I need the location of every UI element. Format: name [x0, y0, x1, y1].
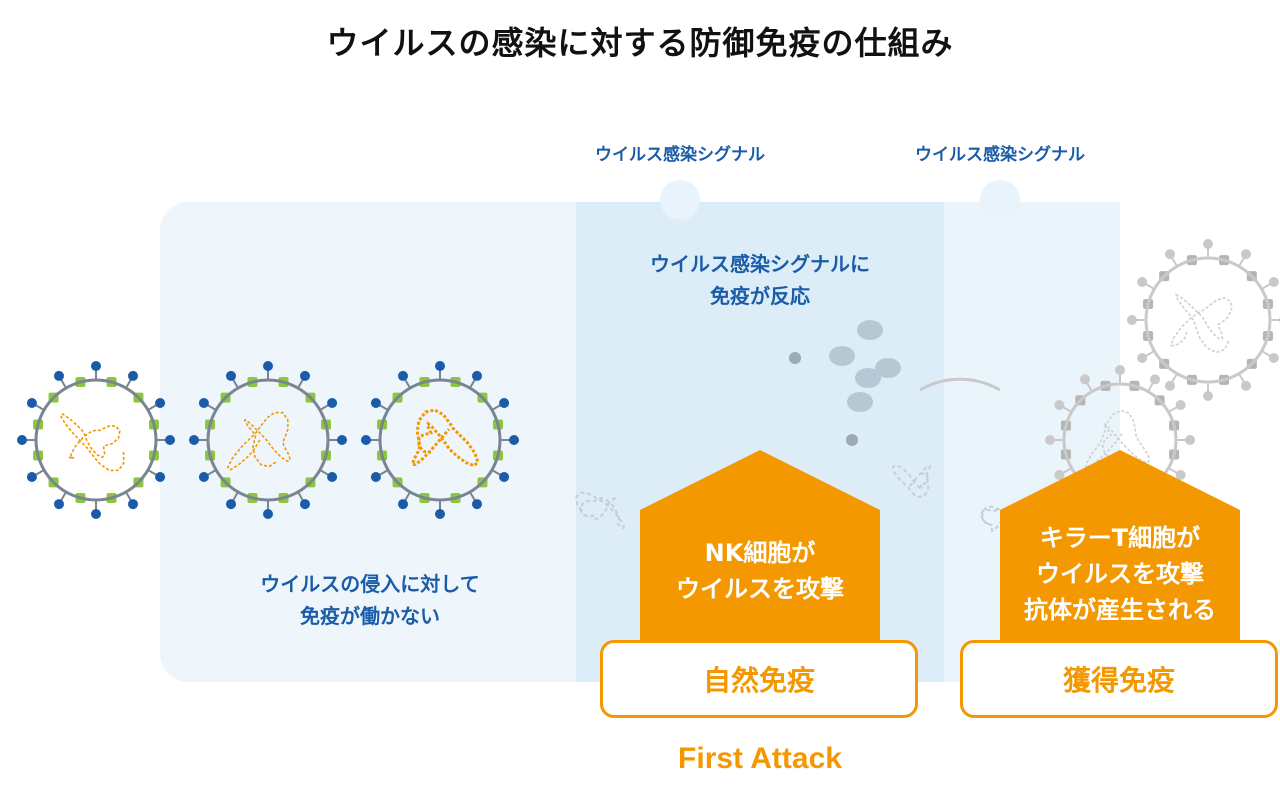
virus-icon [189, 361, 347, 519]
phase-no-response-line2: 免疫が働かない [300, 604, 440, 628]
nk-house-line1: NK細胞が [704, 539, 816, 567]
nk-cell-house-text: NK細胞が ウイルスを攻撃 [640, 535, 880, 607]
t-cell-house-text: キラーT細胞が ウイルスを攻撃 抗体が産生される [1000, 520, 1240, 628]
phase-no-response-text: ウイルスの侵入に対して 免疫が働かない [180, 568, 560, 632]
virus-icon [361, 361, 519, 519]
nk-cell-house-icon [640, 450, 880, 642]
virus-fragment [919, 377, 1001, 392]
signal-label-1: ウイルス感染シグナル [595, 145, 765, 165]
virus-fragment [891, 464, 932, 499]
signal-bump-right [980, 180, 1020, 220]
cell-debris [846, 434, 858, 446]
t-house-line3: 抗体が産生される [1024, 596, 1216, 624]
phase-signal-response-line2: 免疫が反応 [710, 284, 810, 308]
cell-debris [847, 392, 873, 412]
phase-signal-response-line1: ウイルス感染シグナルに [650, 252, 870, 276]
innate-immunity-box: 自然免疫 [600, 640, 918, 718]
nk-house-line2: ウイルスを攻撃 [676, 575, 844, 603]
virus-icon [17, 361, 175, 519]
phase-signal-response-text: ウイルス感染シグナルに 免疫が反応 [590, 248, 930, 312]
virus-icon [1127, 239, 1280, 401]
cell-debris [857, 320, 883, 340]
signal-label-2: ウイルス感染シグナル [915, 145, 1085, 165]
cell-debris [855, 368, 881, 388]
t-house-line2: ウイルスを攻撃 [1036, 560, 1204, 588]
signal-bump-left [660, 180, 700, 220]
t-cell-house-icon [1000, 450, 1240, 642]
cell-debris [829, 346, 855, 366]
virus-fragment [575, 491, 626, 530]
page-title: ウイルスの感染に対する防御免疫の仕組み [326, 24, 954, 62]
first-attack-caption: First Attack [678, 742, 842, 775]
cell-debris [875, 358, 901, 378]
cell-debris [789, 352, 801, 364]
phase-no-response-line1: ウイルスの侵入に対して [260, 572, 480, 596]
t-house-line1: キラーT細胞が [1039, 524, 1201, 552]
acquired-immunity-box: 獲得免疫 [960, 640, 1278, 718]
